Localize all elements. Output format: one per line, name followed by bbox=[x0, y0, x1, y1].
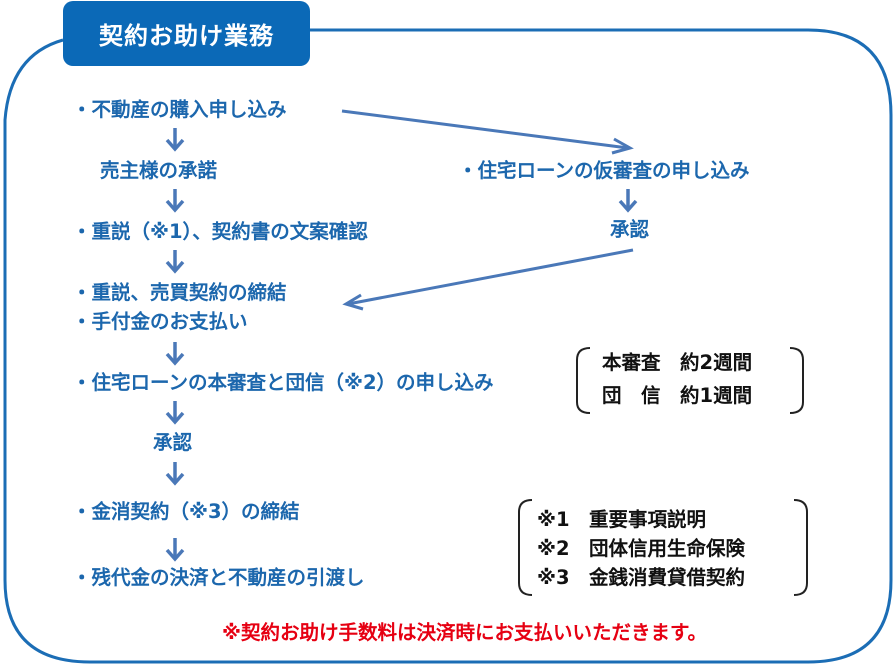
down-arrows bbox=[165, 128, 638, 562]
arrow-to-contract bbox=[342, 248, 634, 311]
down-arrow-icon bbox=[618, 189, 638, 213]
step-loan-contract: ・金消契約（※3）の締結 bbox=[72, 500, 300, 523]
step-loan-pre-screening: ・住宅ローンの仮審査の申し込み bbox=[458, 159, 750, 182]
footnote-1: ※1 重要事項説明 bbox=[537, 508, 707, 531]
step-approval: 承認 bbox=[153, 431, 193, 454]
down-arrow-icon bbox=[165, 250, 185, 274]
fee-note: ※契約お助け手数料は決済時にお支払いいただきます。 bbox=[222, 621, 708, 644]
page-title: 契約お助け業務 bbox=[63, 1, 310, 66]
down-arrow-icon bbox=[165, 189, 185, 213]
step-purchase-application: ・不動産の購入申し込み bbox=[72, 98, 287, 121]
duration-group-insurance: 団 信 約1週間 bbox=[602, 384, 753, 407]
down-arrow-icon bbox=[165, 342, 185, 366]
down-arrow-icon bbox=[165, 128, 185, 152]
footnote-bracket bbox=[518, 499, 808, 596]
down-arrow-icon bbox=[165, 538, 185, 562]
step-deposit-payment: ・手付金のお支払い bbox=[72, 310, 248, 333]
down-arrow-icon bbox=[165, 401, 185, 425]
step-loan-main-screening: ・住宅ローンの本審査と団信（※2）の申し込み bbox=[72, 371, 494, 394]
step-settlement-handover: ・残代金の決済と不動産の引渡し bbox=[72, 566, 365, 589]
diagonal-arrows bbox=[341, 109, 634, 311]
duration-bracket bbox=[576, 347, 804, 414]
arrow-to-pre-screening bbox=[341, 109, 634, 155]
outer-frame bbox=[3, 28, 893, 664]
step-contract-signing: ・重説、売買契約の締結 bbox=[72, 281, 287, 304]
footnote-3: ※3 金銭消費貸借契約 bbox=[537, 566, 746, 589]
step-seller-consent: 売主様の承諾 bbox=[100, 159, 218, 182]
duration-main-screening: 本審査 約2週間 bbox=[602, 351, 753, 374]
step-pre-approval: 承認 bbox=[610, 218, 650, 241]
footnote-2: ※2 団体信用生命保険 bbox=[537, 537, 746, 560]
down-arrow-icon bbox=[165, 462, 185, 486]
step-document-review: ・重説（※1）、契約書の文案確認 bbox=[72, 220, 368, 243]
